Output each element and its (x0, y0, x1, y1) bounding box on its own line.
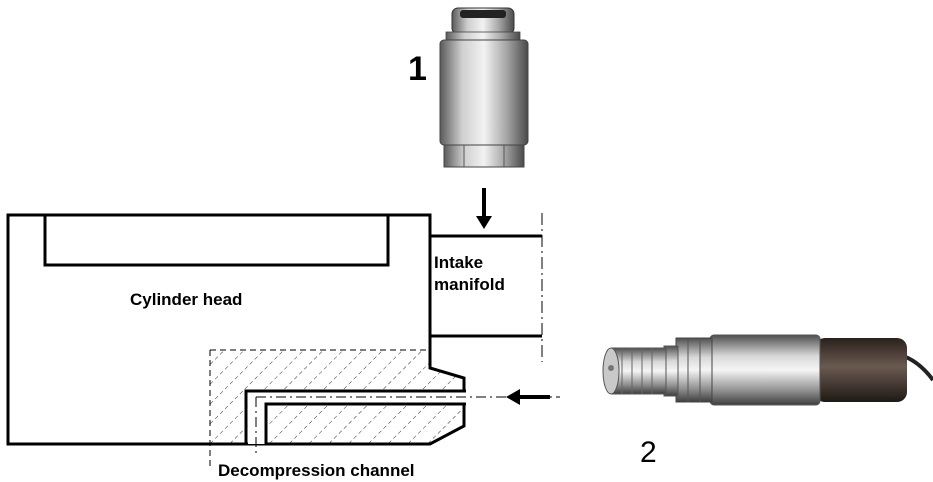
sensor-2-image (602, 334, 933, 406)
cylinder-head-recess (43, 215, 390, 267)
arrow-sensor-1 (476, 188, 492, 229)
decompression-channel-label: Decompression channel (218, 461, 415, 480)
sensor-2-number: 2 (640, 436, 657, 469)
intake-label-line2: manifold (434, 275, 505, 294)
intake-label-line1: Intake (434, 253, 483, 272)
arrow-sensor-2 (506, 389, 550, 405)
intake-manifold (430, 213, 543, 362)
sensor-1-image (439, 7, 529, 168)
decompression-channel (244, 389, 560, 455)
sensor-1-number: 1 (408, 50, 427, 88)
cylinder-head-label: Cylinder head (130, 290, 242, 309)
